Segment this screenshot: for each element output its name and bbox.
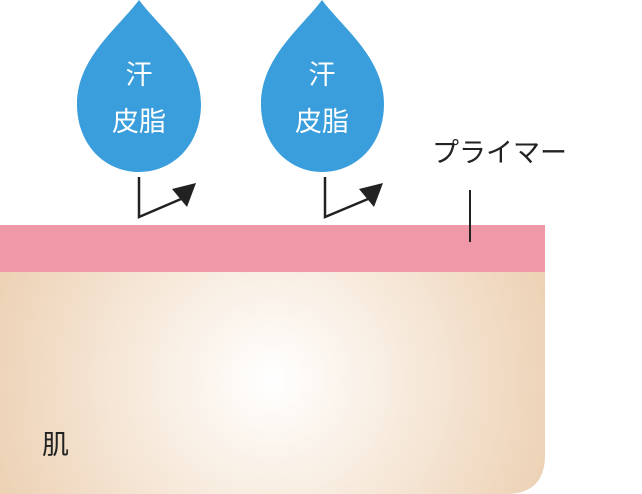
deflect-arrow-2 — [323, 177, 383, 219]
deflect-arrow-1 — [137, 177, 196, 219]
sweat-sebum-drop-1: 汗 皮脂 — [77, 0, 201, 172]
skin-label: 肌 — [42, 430, 69, 461]
primer-label: プライマー — [432, 138, 567, 169]
drop-label-sweat: 汗 — [126, 60, 153, 91]
drop-label-sweat: 汗 — [309, 60, 336, 91]
arrow-head — [172, 183, 196, 207]
drop-label-sebum: 皮脂 — [112, 107, 166, 138]
arrow-path — [137, 177, 182, 219]
arrow-path — [323, 177, 369, 219]
drop-shape — [261, 0, 384, 172]
primer-layer — [0, 225, 545, 272]
drop-label-sebum: 皮脂 — [295, 107, 349, 138]
arrow-head — [359, 183, 383, 207]
sweat-sebum-drop-2: 汗 皮脂 — [261, 0, 384, 172]
drop-shape — [77, 0, 201, 172]
skin-layer — [0, 272, 545, 494]
